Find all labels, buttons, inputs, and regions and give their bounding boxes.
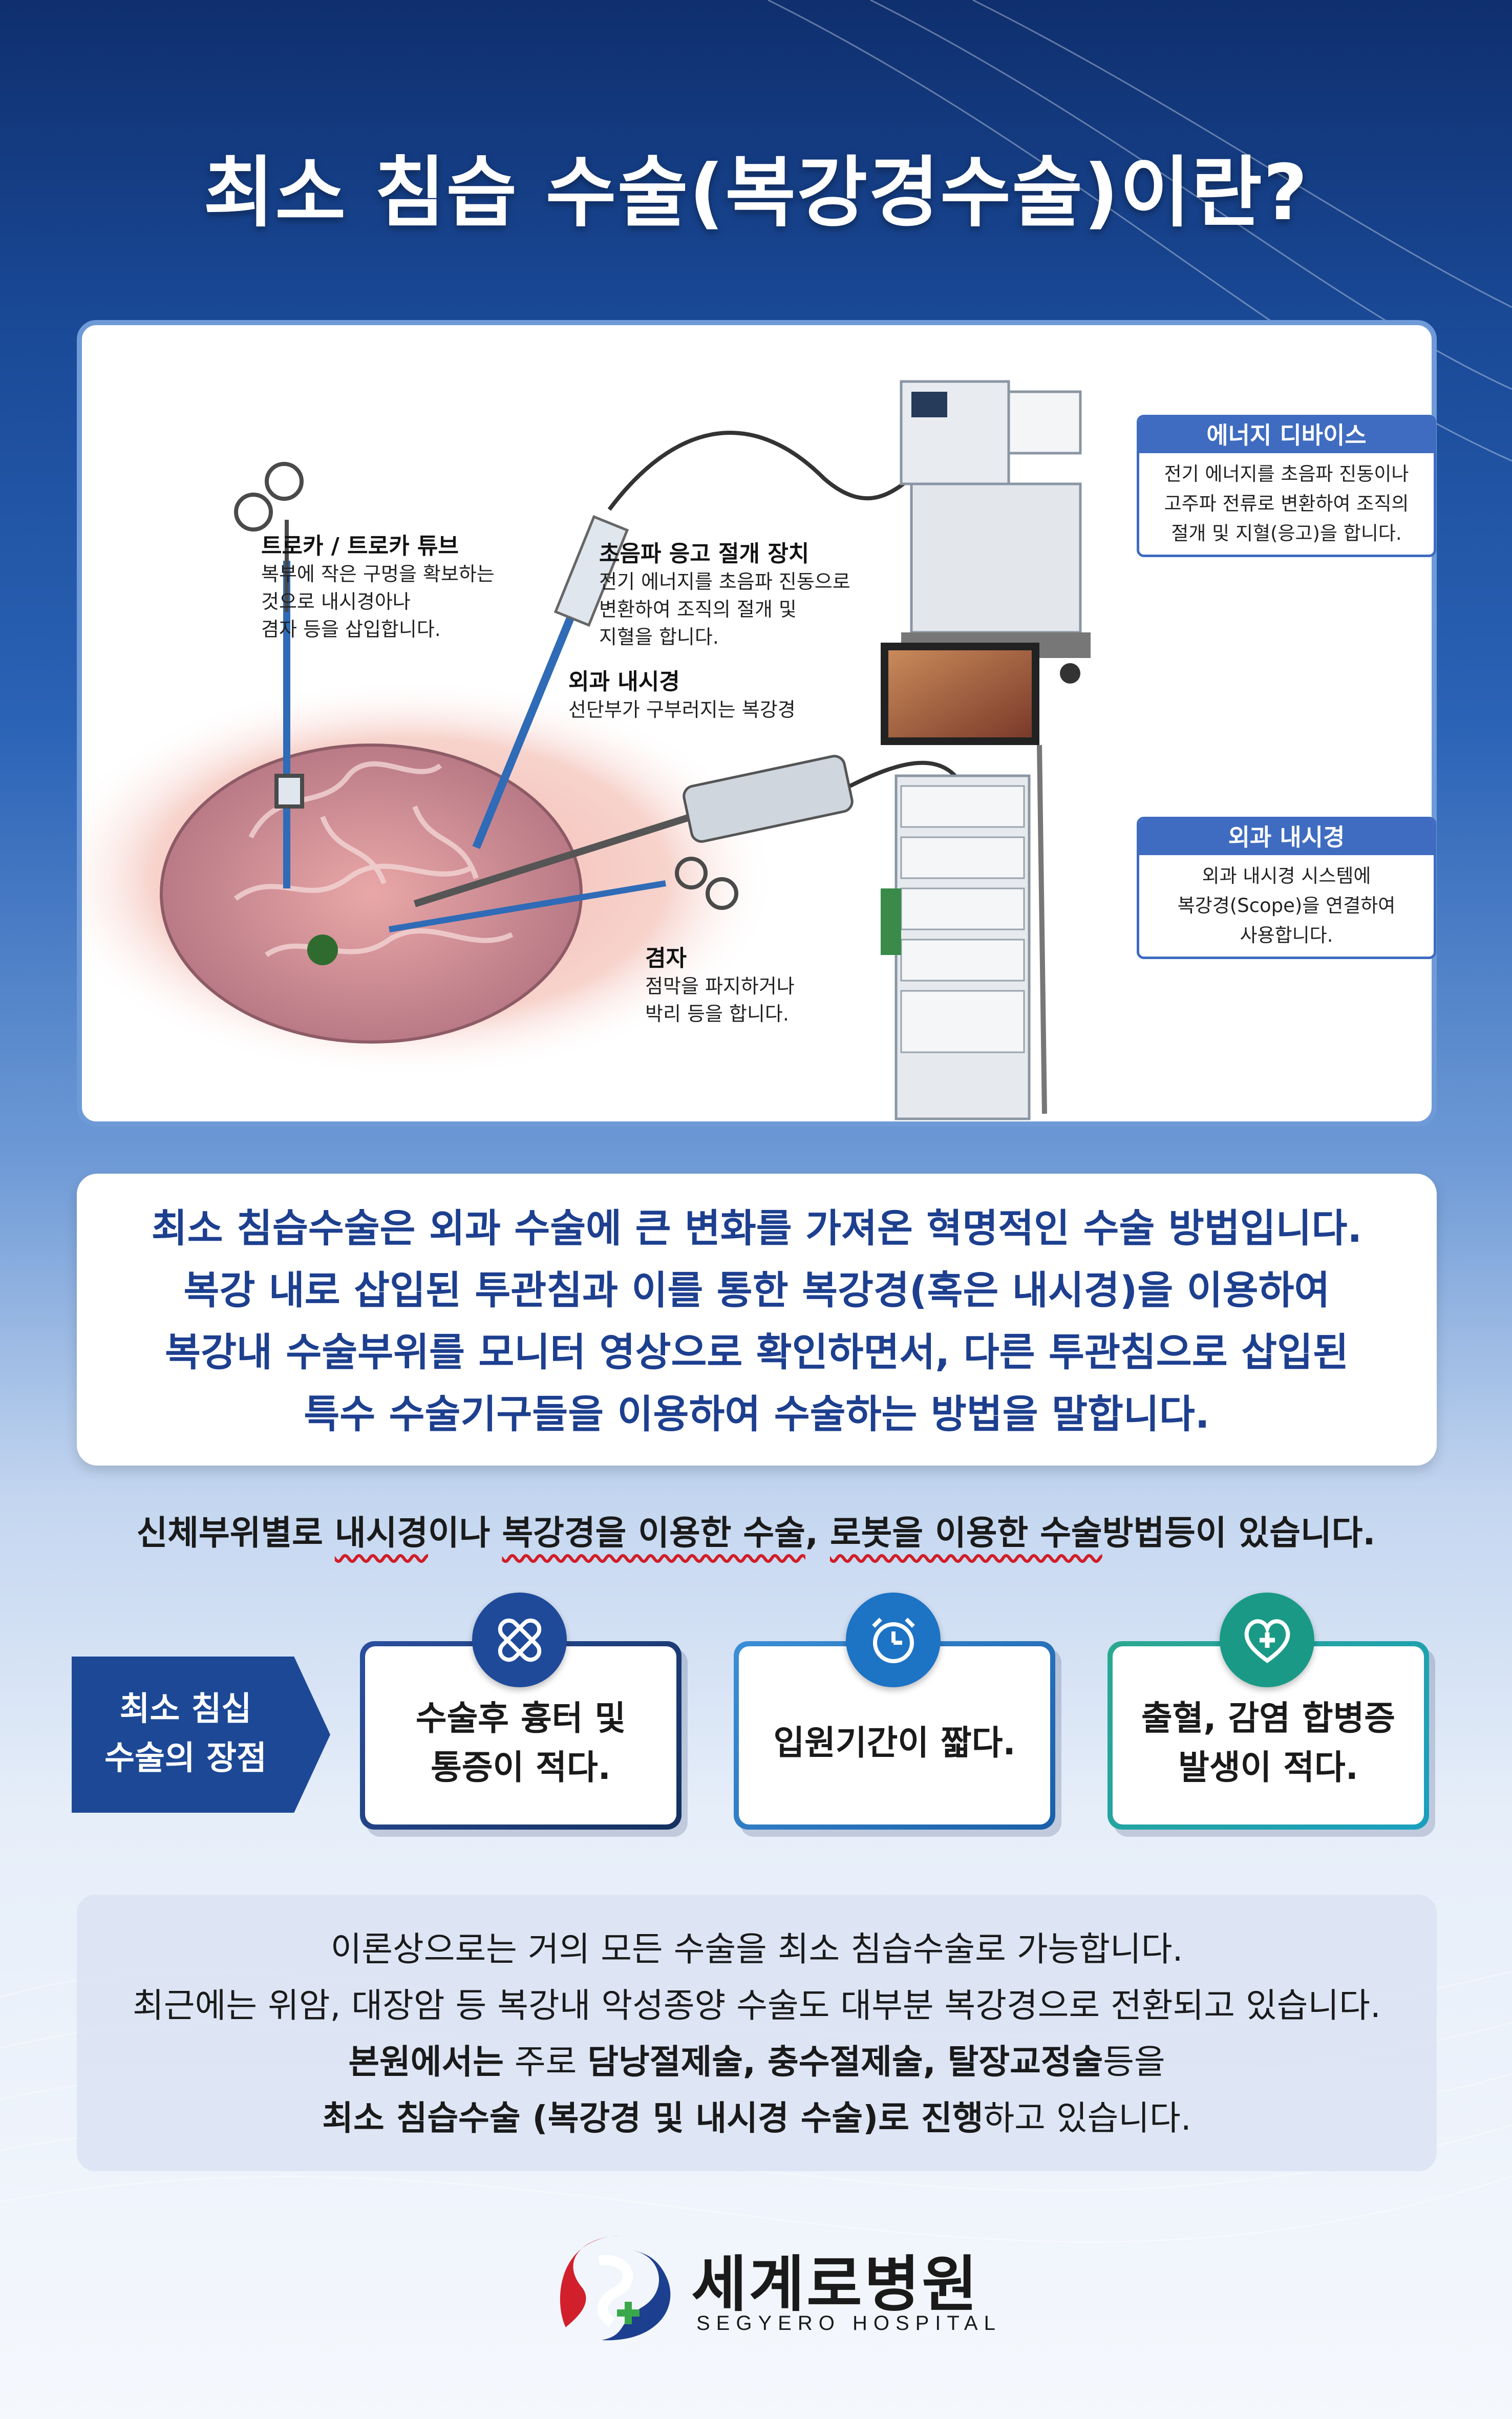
alarm-clock-icon	[846, 1593, 941, 1687]
scope-label: 외과 내시경 선단부가 구부러지는 복강경	[568, 669, 796, 721]
forceps-label: 겸자 점막을 파지하거나 박리 등을 합니다.	[645, 945, 795, 1025]
ultrasonic-label: 초음파 응고 절개 장치 전기 에너지를 초음파 진동으로 변환하여 조직의 절…	[599, 541, 850, 648]
page-title: 최소 침습 수술(복강경수술)이란?	[203, 148, 1309, 238]
illustration-card: 트로카 / 트로카 튜브 복부에 작은 구멍을 확보하는 것으로 내시경아나 겸…	[77, 320, 1437, 1127]
abdominal-cavity	[160, 744, 583, 1044]
description-card: 최소 침습수술은 외과 수술에 큰 변화를 가져온 혁명적인 수술 방법입니다.…	[77, 1174, 1437, 1466]
endoscope-tower	[881, 643, 1047, 1120]
description-line: 복강내 수술부위를 모니터 영상으로 확인하면서, 다른 투관침으로 삽입된	[165, 1329, 1349, 1375]
note-card: 이론상으로는 거의 모든 수술을 최소 침습수술로 가능합니다. 최근에는 위암…	[77, 1895, 1437, 2171]
hospital-logo: 세계로병원 SEGYERO HOSPITAL	[550, 2225, 1011, 2348]
description-line: 특수 수술기구들을 이용하여 수술하는 방법을 말합니다.	[304, 1391, 1210, 1437]
energy-device-infobox: 에너지 디바이스 전기 에너지를 초음파 진동이나 고주파 전류로 변환하여 조…	[1137, 415, 1436, 557]
bandage-icon	[472, 1593, 567, 1687]
methods-line: 신체부위별로 내시경이나 복강경을 이용한 수술, 로봇을 이용한 수술방법등이…	[136, 1513, 1376, 1553]
endoscope-infobox: 외과 내시경 외과 내시경 시스템에 복강경(Scope)을 연결하여 사용합니…	[1137, 817, 1436, 959]
description-line: 복강 내로 삽입된 투관침과 이를 통한 복강경(혹은 내시경)을 이용하여	[183, 1267, 1330, 1313]
advantage-card-stay: 입원기간이 짧다.	[734, 1641, 1055, 1830]
gallbladder	[307, 935, 338, 965]
advantages-tag: 최소 침십 수술의 장점	[72, 1657, 330, 1813]
forceps-instrument	[389, 857, 738, 932]
laparoscopy-illustration	[82, 380, 1091, 1120]
description-line: 최소 침습수술은 외과 수술에 큰 변화를 가져온 혁명적인 수술 방법입니다.	[151, 1205, 1362, 1251]
segyero-logo-icon	[560, 2235, 671, 2341]
trocar-instrument	[234, 462, 304, 888]
trocar-label: 트로카 / 트로카 튜브 복부에 작은 구멍을 확보하는 것으로 내시경아나 겸…	[261, 533, 495, 641]
energy-device-cart	[900, 380, 1091, 684]
heart-plus-icon	[1220, 1593, 1314, 1687]
